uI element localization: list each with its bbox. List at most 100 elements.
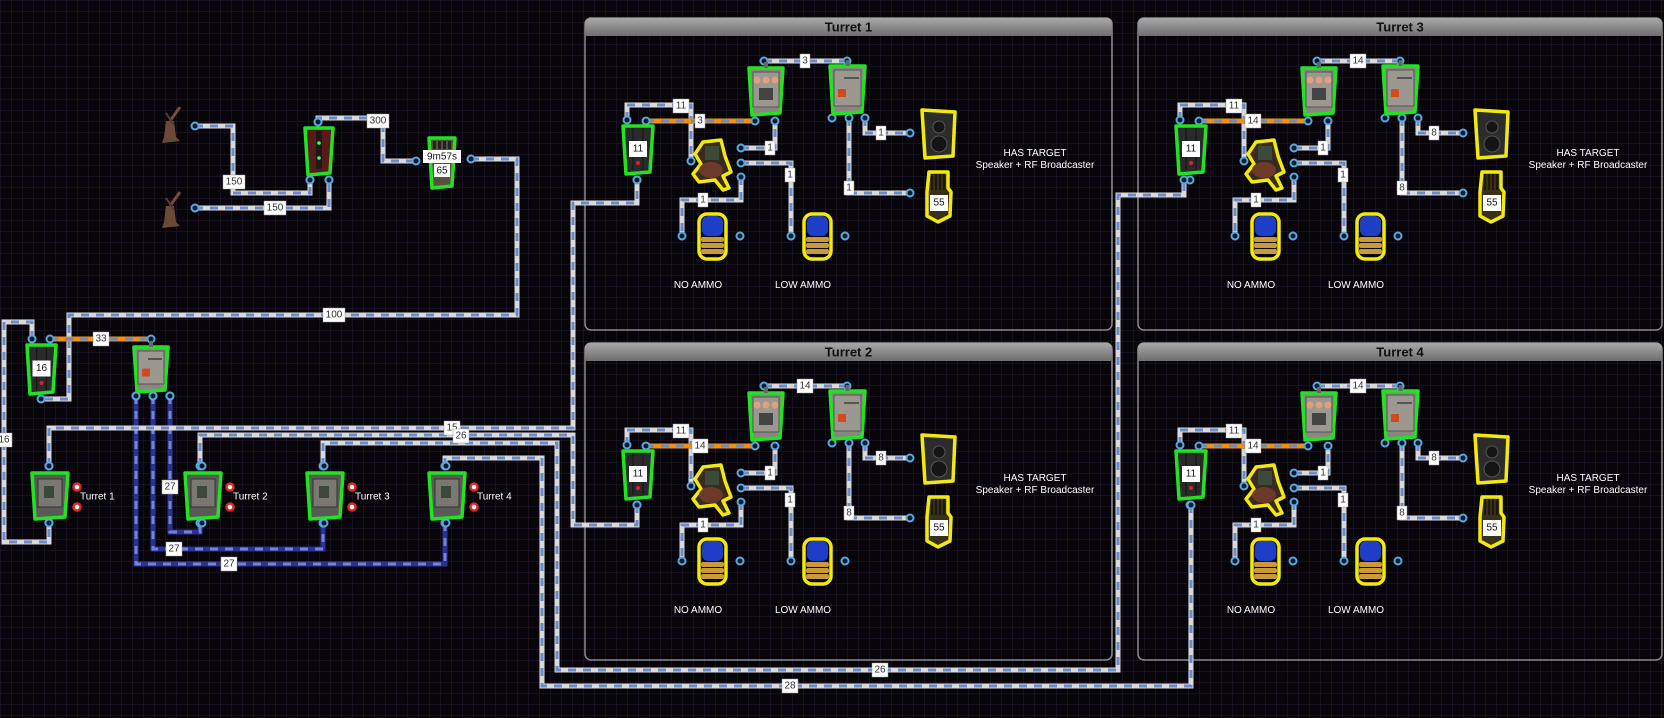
wire-branch-t4[interactable]	[133, 396, 448, 567]
wire-port[interactable]	[1393, 556, 1403, 566]
rf-broadcaster-icon[interactable]: 55	[1478, 170, 1506, 224]
wire-port[interactable]	[641, 116, 651, 126]
wire-d[interactable]	[1415, 118, 1463, 136]
wire-port[interactable]	[736, 497, 746, 507]
wire-port[interactable]	[131, 391, 141, 401]
wire-port[interactable]	[1288, 556, 1298, 566]
wire-port[interactable]	[736, 483, 746, 493]
wire-port[interactable]	[622, 440, 632, 450]
wire-port[interactable]	[324, 175, 334, 185]
wire-port[interactable]	[1194, 116, 1204, 126]
counter-icon[interactable]	[1300, 387, 1338, 442]
wire-port[interactable]	[905, 453, 915, 463]
wire-c[interactable]	[1232, 502, 1297, 561]
wire-port[interactable]	[735, 556, 745, 566]
speaker-icon[interactable]	[1473, 433, 1510, 485]
wire-port[interactable]	[840, 556, 850, 566]
siren-light-icon[interactable]	[802, 212, 833, 261]
wire-port[interactable]	[632, 500, 642, 510]
windmill-icon[interactable]	[162, 191, 182, 228]
wire-battery-terminal[interactable]	[1, 319, 52, 545]
wire-port[interactable]	[1289, 468, 1299, 478]
wire-switch-turret[interactable]	[1177, 102, 1247, 161]
input-port-indicator[interactable]	[469, 482, 479, 492]
group-panel-1[interactable]: Turret 1	[584, 17, 1113, 331]
wire-port[interactable]	[45, 334, 55, 344]
wire-b[interactable]	[1294, 485, 1347, 561]
siren-light-icon[interactable]	[697, 212, 728, 261]
speaker-icon[interactable]	[920, 108, 957, 160]
wire-c[interactable]	[679, 502, 744, 561]
wire-port[interactable]	[1289, 483, 1299, 493]
branch-icon[interactable]	[828, 60, 867, 116]
auto-turret-icon[interactable]	[1244, 463, 1286, 517]
wire-port[interactable]	[319, 461, 329, 471]
siren-light-icon[interactable]	[802, 537, 833, 586]
counter-icon[interactable]	[747, 387, 785, 442]
branch-icon[interactable]	[828, 385, 867, 441]
battery-icon[interactable]: 16	[25, 343, 58, 396]
wire-d[interactable]	[1415, 443, 1463, 461]
wire-port[interactable]	[1458, 513, 1468, 523]
wire-port[interactable]	[319, 518, 329, 528]
wire-windmill-2[interactable]	[195, 180, 332, 211]
siren-light-icon[interactable]	[1250, 212, 1281, 261]
wire-port[interactable]	[1179, 175, 1189, 185]
wire-port[interactable]	[1397, 438, 1407, 448]
siren-light-icon[interactable]	[1355, 212, 1386, 261]
wire-port[interactable]	[905, 128, 915, 138]
wire-port[interactable]	[632, 175, 642, 185]
wire-port[interactable]	[1230, 231, 1240, 241]
wire-port[interactable]	[148, 391, 158, 401]
wire-port[interactable]	[1289, 497, 1299, 507]
wire-port[interactable]	[1303, 116, 1313, 126]
speaker-icon[interactable]	[920, 433, 957, 485]
wire-port[interactable]	[677, 231, 687, 241]
wire-port[interactable]	[1393, 231, 1403, 241]
wire-port[interactable]	[905, 188, 915, 198]
wire-port[interactable]	[1413, 438, 1423, 448]
wire-port[interactable]	[736, 143, 746, 153]
large-battery-icon[interactable]	[303, 126, 335, 177]
siren-light-icon[interactable]	[697, 537, 728, 586]
wire-port[interactable]	[1239, 156, 1249, 166]
auto-turret-icon[interactable]	[691, 463, 733, 517]
turret-terminal-icon[interactable]	[183, 471, 223, 521]
wire-port[interactable]	[197, 461, 207, 471]
wire-port[interactable]	[860, 438, 870, 448]
wire-port[interactable]	[770, 441, 780, 451]
windmill-icon[interactable]	[162, 106, 182, 143]
speaker-icon[interactable]	[1473, 108, 1510, 160]
wire-port[interactable]	[1289, 158, 1299, 168]
branch-icon[interactable]	[1381, 60, 1420, 116]
branch-icon[interactable]	[132, 341, 170, 394]
auto-turret-icon[interactable]	[691, 138, 733, 192]
wire-port[interactable]	[1230, 556, 1240, 566]
wire-port[interactable]	[1289, 143, 1299, 153]
wire-port[interactable]	[1339, 231, 1349, 241]
wire-port[interactable]	[1458, 128, 1468, 138]
wire-port[interactable]	[905, 513, 915, 523]
rf-broadcaster-icon[interactable]: 55	[1478, 495, 1506, 549]
wire-port[interactable]	[44, 461, 54, 471]
rf-broadcaster-icon[interactable]: 55	[925, 495, 953, 549]
wire-port[interactable]	[1323, 441, 1333, 451]
wire-port[interactable]	[441, 461, 451, 471]
wire-port[interactable]	[1239, 481, 1249, 491]
wire-port[interactable]	[736, 158, 746, 168]
wire-port[interactable]	[1175, 440, 1185, 450]
wire-port[interactable]	[641, 441, 651, 451]
wire-b[interactable]	[741, 160, 794, 236]
battery-icon[interactable]: 11	[1174, 124, 1208, 176]
wire-to-turret-2[interactable]	[197, 432, 640, 528]
panel-header[interactable]	[585, 343, 1112, 361]
wire-c[interactable]	[1232, 177, 1297, 236]
wire-switch-turret[interactable]	[624, 427, 694, 486]
group-panel-2[interactable]: Turret 2	[584, 342, 1113, 661]
wire-to-turret-3[interactable]	[320, 180, 1187, 673]
wire-to-turret-1[interactable]	[46, 180, 640, 466]
wire-port[interactable]	[686, 156, 696, 166]
wire-port[interactable]	[844, 438, 854, 448]
wire-c[interactable]	[679, 177, 744, 236]
